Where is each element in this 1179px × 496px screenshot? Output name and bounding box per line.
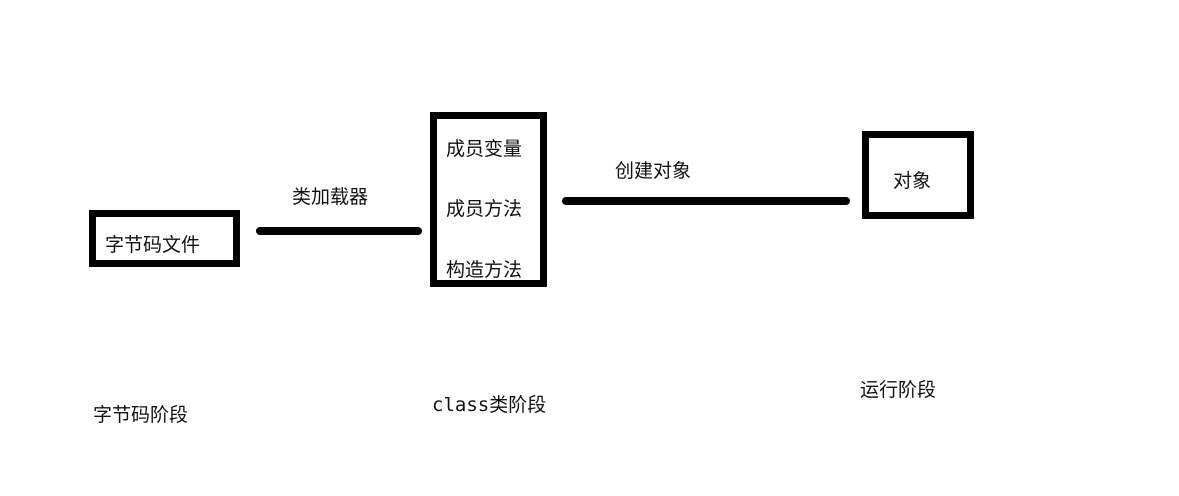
bytecode-file-label: 字节码文件 — [105, 234, 201, 256]
class-loader-label: 类加载器 — [292, 186, 369, 208]
constructor-label: 构造方法 — [446, 259, 523, 281]
object-label: 对象 — [893, 170, 932, 192]
member-variable-label: 成员变量 — [446, 138, 523, 160]
bytecode-stage-label: 字节码阶段 — [93, 404, 189, 426]
bytecode-file-box: 字节码文件 — [89, 210, 240, 267]
class-loader-arrow — [256, 227, 422, 235]
create-object-label: 创建对象 — [615, 160, 692, 182]
class-stage-label: class类阶段 — [432, 394, 547, 416]
class-members-box: 成员变量 成员方法 构造方法 — [430, 112, 547, 287]
member-method-label: 成员方法 — [446, 198, 523, 220]
create-object-arrow — [562, 197, 850, 205]
object-box: 对象 — [862, 131, 974, 219]
runtime-stage-label: 运行阶段 — [860, 379, 937, 401]
